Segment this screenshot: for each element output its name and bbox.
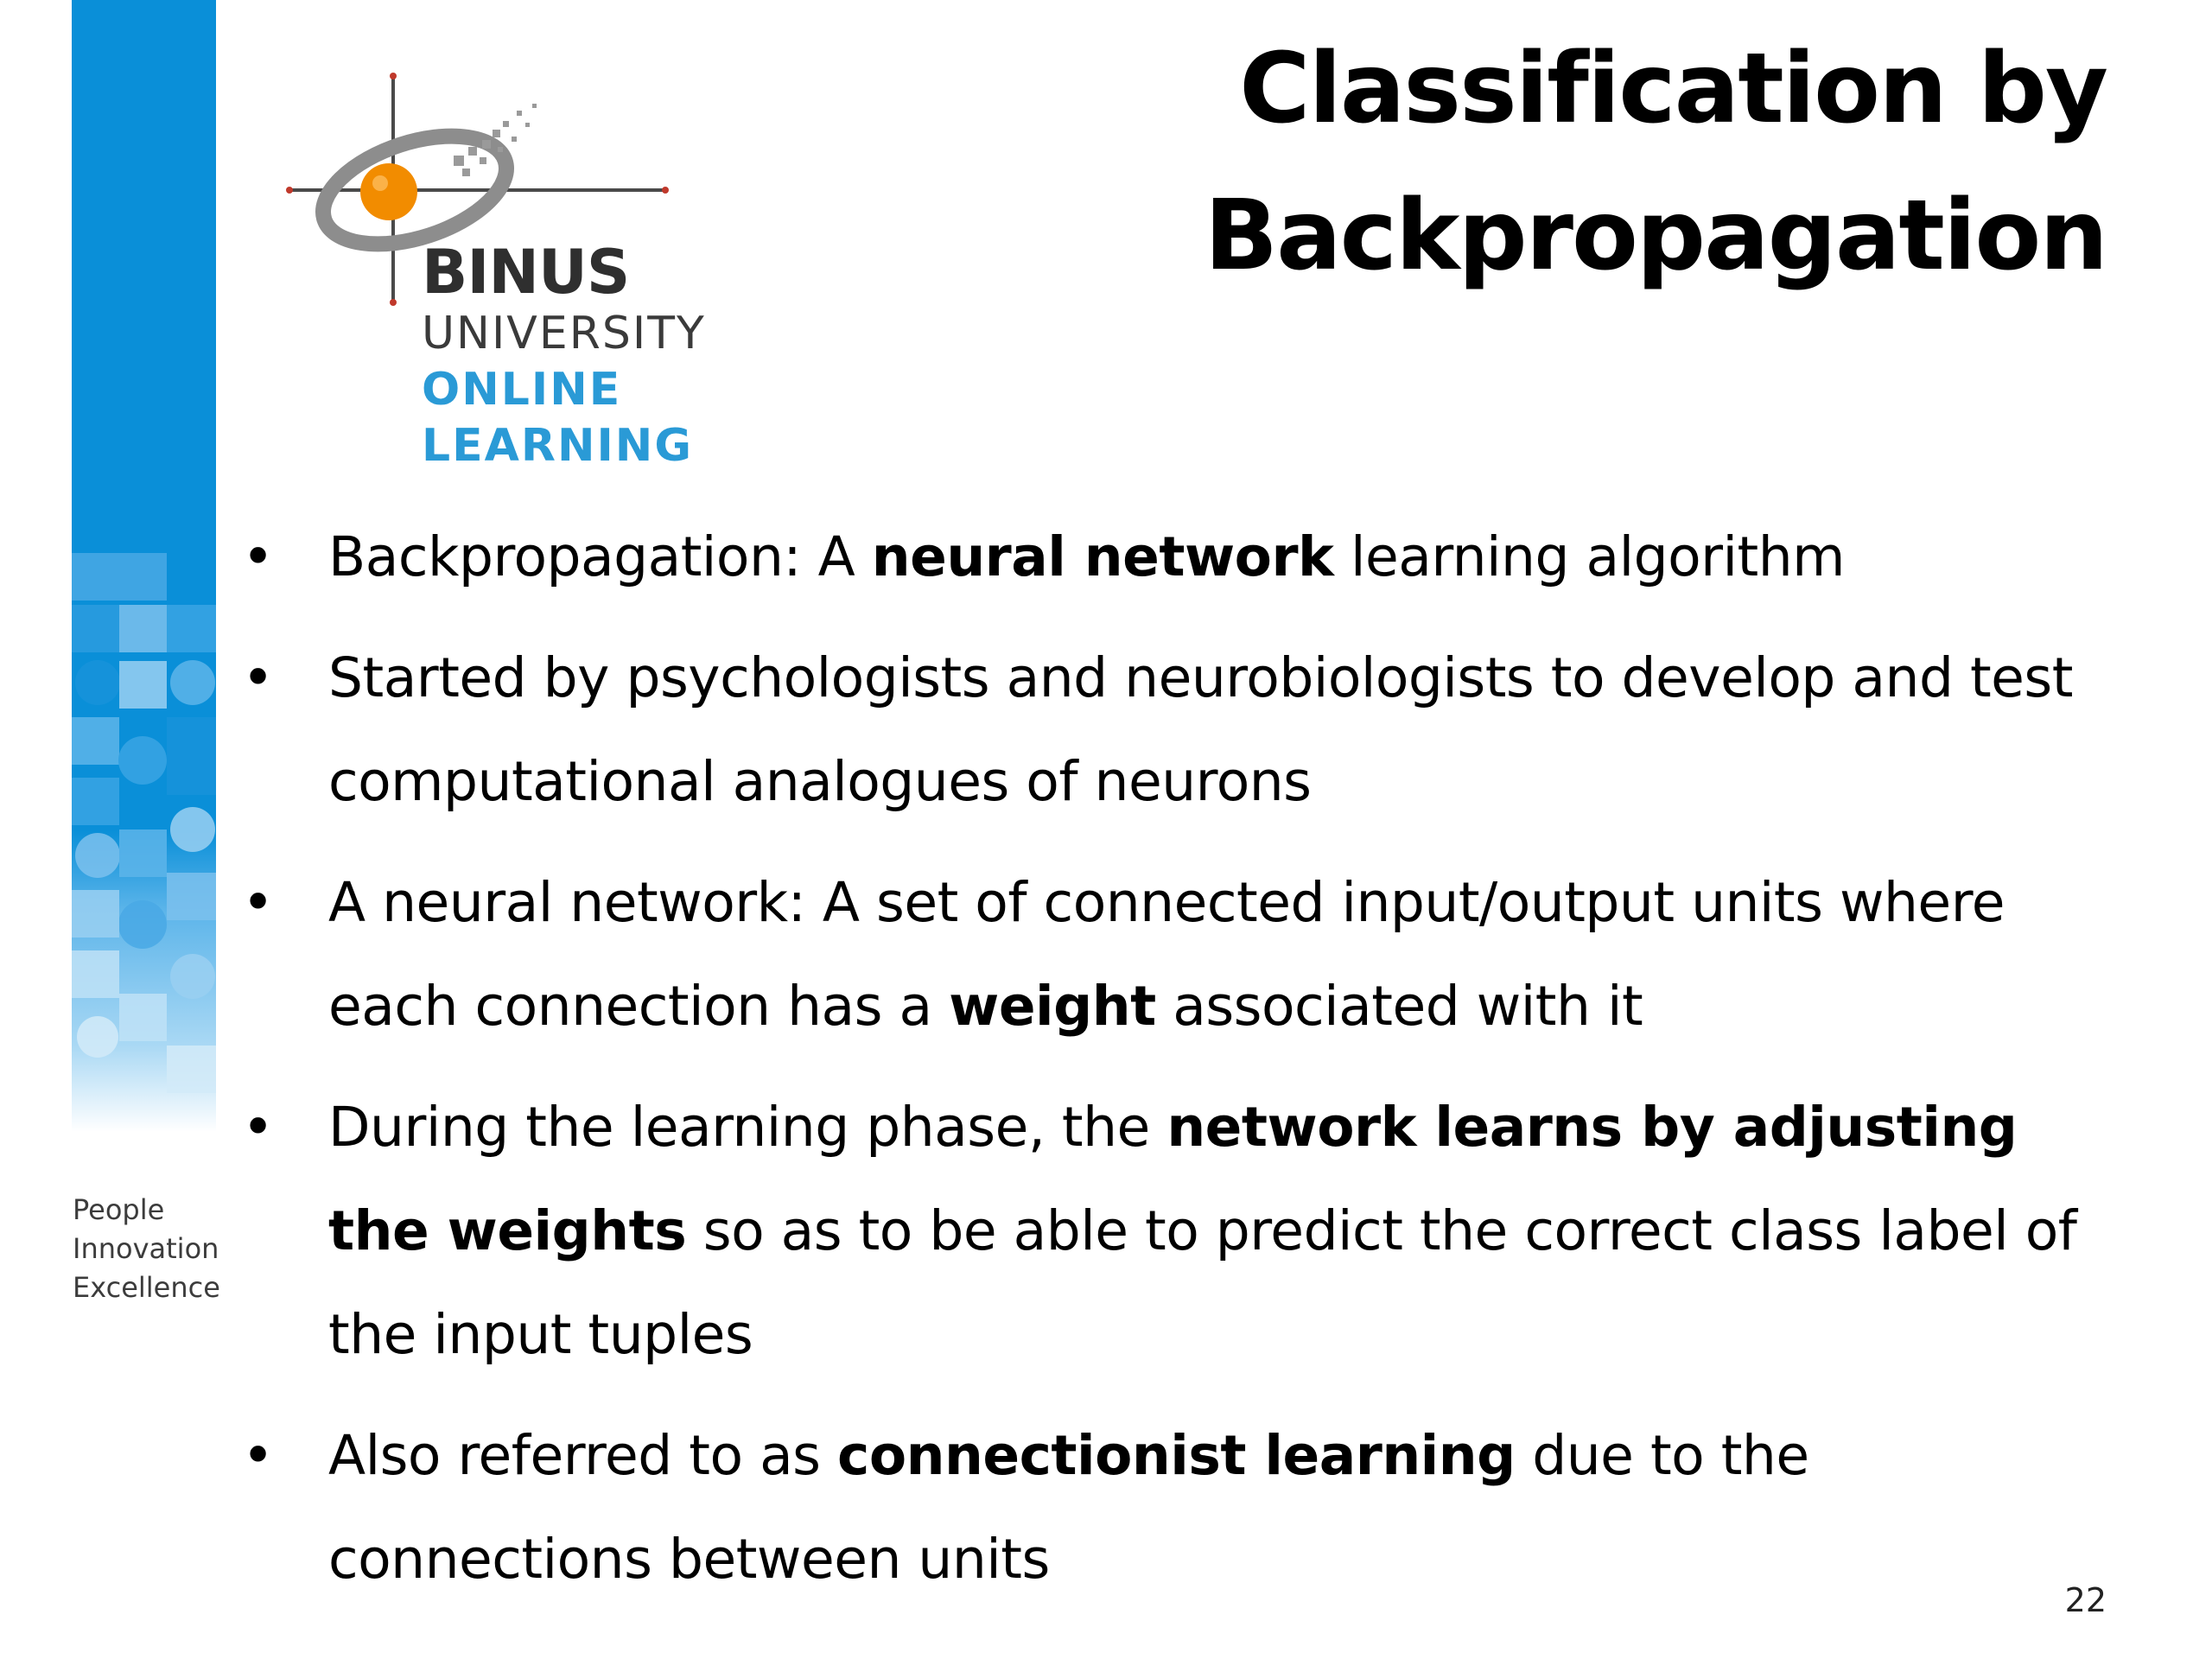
logo-binus-text: BINUS [422, 237, 630, 308]
bullet-text: A neural network: A set of connected inp… [328, 871, 2005, 1038]
slide-title-line2: Backpropagation [1204, 180, 2108, 292]
side-decoration-bar [72, 0, 216, 1132]
bullet-item: Started by psychologists and neurobiolog… [242, 626, 2126, 834]
tagline-line2: Innovation [73, 1232, 219, 1265]
tagline-line3: Excellence [73, 1271, 220, 1304]
logo-online-text: ONLINE [422, 364, 622, 416]
bullet-item: A neural network: A set of connected inp… [242, 851, 2126, 1058]
bullet-text: associated with it [1155, 975, 1643, 1038]
bullet-list: Backpropagation: A neural network learni… [242, 505, 2126, 1629]
logo-learning-text: LEARNING [422, 420, 694, 472]
tagline: People Innovation Excellence [73, 1191, 220, 1307]
bullet-text: Started by psychologists and neurobiolog… [328, 646, 2073, 813]
bullet-item: During the learning phase, the network l… [242, 1076, 2126, 1387]
logo-university-text: UNIVERSITY [422, 308, 706, 359]
bullet-text: learning algorithm [1333, 525, 1846, 588]
page-number: 22 [2064, 1581, 2107, 1619]
slide-title: Classification by Backpropagation [1204, 16, 2108, 309]
bullet-bold-text: neural network [871, 525, 1334, 588]
bullet-text: During the learning phase, the [328, 1096, 1167, 1159]
bullet-item: Backpropagation: A neural network learni… [242, 505, 2126, 609]
bullet-bold-text: weight [949, 975, 1156, 1038]
bullet-text: Backpropagation: A [328, 525, 872, 588]
bullet-text: so as to be able to predict the correct … [328, 1199, 2077, 1366]
bullet-bold-text: connectionist learning [837, 1424, 1516, 1487]
tagline-line1: People [73, 1193, 165, 1226]
slide-title-line1: Classification by [1239, 33, 2108, 145]
binus-logo: BINUS UNIVERSITY ONLINE LEARNING [285, 60, 734, 475]
bullet-text: Also referred to as [328, 1424, 838, 1487]
bullet-text: due to the connections between units [328, 1424, 1809, 1591]
mosaic-pattern-icon [72, 0, 216, 1132]
bullet-bold-text: network learns by adjusting the weights [328, 1096, 2018, 1262]
bullet-item: Also referred to as connectionist learni… [242, 1404, 2126, 1611]
logo-crosshair-icon [286, 73, 669, 306]
